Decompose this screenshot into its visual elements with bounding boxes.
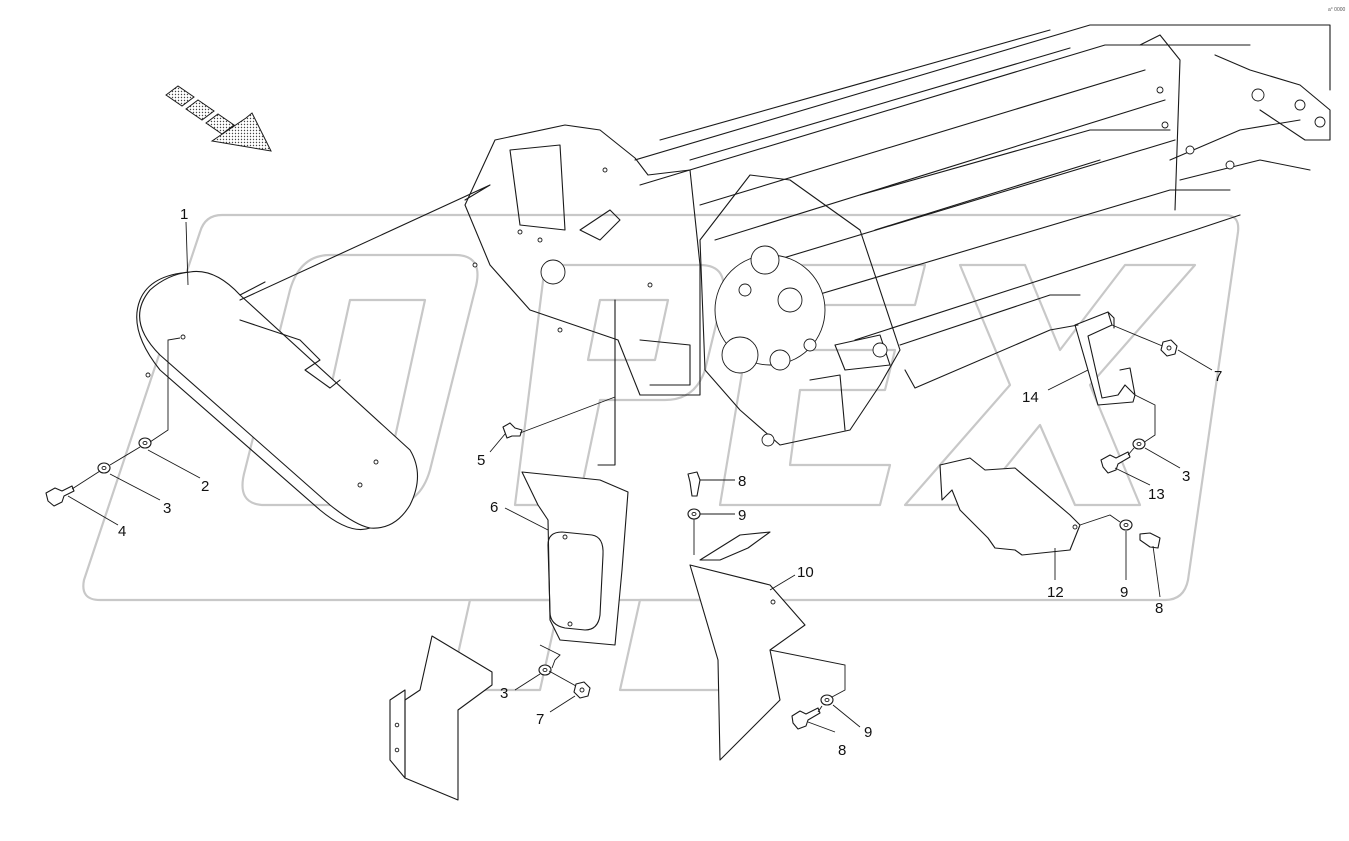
callout-5: 5 <box>477 452 485 469</box>
callout-3: 3 <box>500 685 508 702</box>
callout-13: 13 <box>1148 486 1165 503</box>
callout-3: 3 <box>1182 468 1190 485</box>
corner-mark: a° 0000 <box>1328 7 1346 13</box>
machine-frame <box>464 24 1331 447</box>
callout-14: 14 <box>1022 389 1039 406</box>
callout-10: 10 <box>797 564 814 581</box>
callout-6: 6 <box>490 499 498 516</box>
callout-4: 4 <box>118 523 126 540</box>
watermark-logo <box>82 213 1240 692</box>
callout-8: 8 <box>1155 600 1163 617</box>
callout-7: 7 <box>1214 368 1222 385</box>
callout-7: 7 <box>536 711 544 728</box>
callout-1: 1 <box>180 206 188 223</box>
part-14-bracket <box>899 294 1166 446</box>
direction-arrow <box>165 85 272 152</box>
callout-9: 9 <box>864 724 872 741</box>
part-6-cover-plate <box>521 299 629 646</box>
lower-plate <box>389 635 493 801</box>
callout-labels: 1 2 3 4 5 6 3 7 8 9 10 9 8 12 9 8 13 3 1… <box>118 206 1222 759</box>
callout-leaders <box>67 221 1213 733</box>
callout-12: 12 <box>1047 584 1064 601</box>
callout-8: 8 <box>738 473 746 490</box>
part-1-belt-guard <box>136 184 491 531</box>
callout-8: 8 <box>838 742 846 759</box>
loose-hardware <box>502 339 1178 730</box>
callout-3: 3 <box>163 500 171 517</box>
part-12-side-shield <box>939 457 1121 556</box>
callout-9: 9 <box>1120 584 1128 601</box>
callout-9: 9 <box>738 507 746 524</box>
part-10-cover <box>689 531 846 761</box>
callout-2: 2 <box>201 478 209 495</box>
guard-hardware <box>45 337 181 507</box>
